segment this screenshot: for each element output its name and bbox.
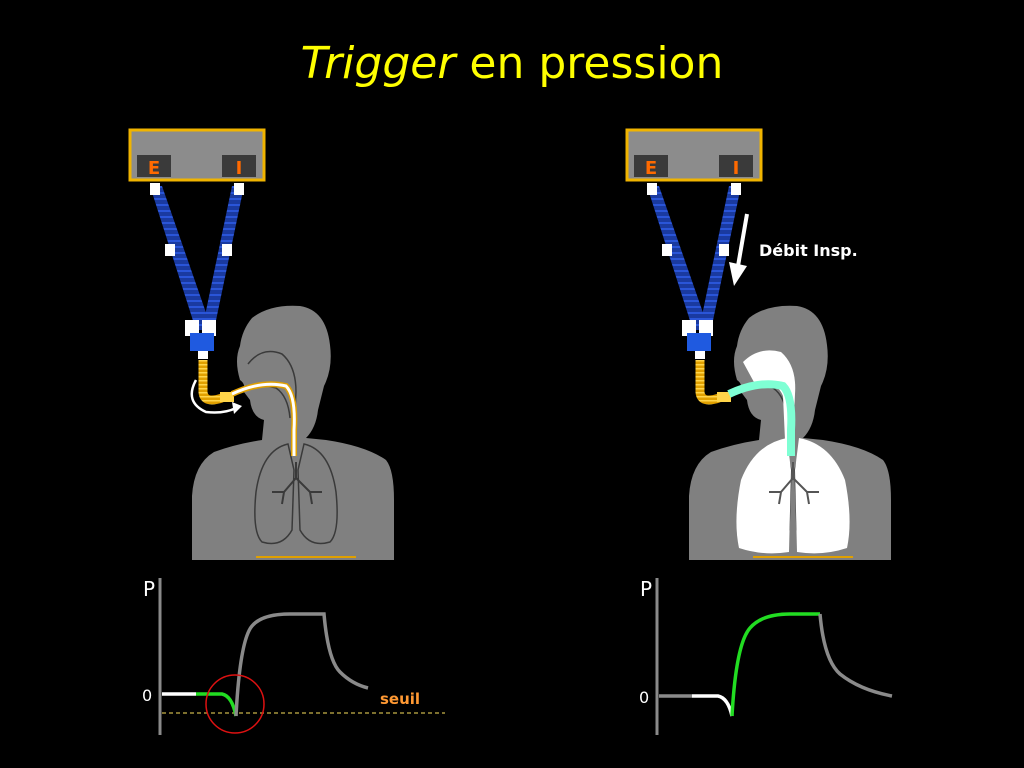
title-rest: en pression bbox=[455, 38, 724, 89]
inspiratory-port bbox=[719, 155, 753, 177]
zero-label-left: 0 bbox=[142, 686, 152, 705]
pressure-curve-left bbox=[234, 612, 369, 717]
threshold-label: seuil bbox=[380, 690, 420, 708]
patient-effort-arrow bbox=[190, 379, 237, 414]
inspiratory-port bbox=[222, 155, 256, 177]
expiratory-port bbox=[634, 155, 668, 177]
expiratory-port bbox=[137, 155, 171, 177]
inspiratory-port-label: I bbox=[733, 158, 740, 179]
expiratory-port-label: E bbox=[645, 158, 657, 179]
expiratory-port-label: E bbox=[148, 158, 160, 179]
endotracheal-tube-flow bbox=[727, 380, 796, 456]
inspiratory-flow-label: Débit Insp. bbox=[759, 241, 858, 260]
left-lung-inflated bbox=[736, 438, 791, 554]
inspiratory-port-label: I bbox=[236, 158, 243, 179]
trigger-circle bbox=[205, 674, 265, 734]
title-italic: Trigger bbox=[300, 38, 456, 89]
pressure-decay-curve bbox=[818, 613, 893, 698]
pressure-rise-curve bbox=[730, 612, 820, 717]
axis-label-p-left: P bbox=[143, 577, 155, 601]
ventilator-left: E I bbox=[128, 128, 266, 182]
breathing-circuit-right bbox=[647, 183, 741, 402]
right-lung-inflated bbox=[795, 438, 850, 554]
ventilator-right: E I bbox=[625, 128, 763, 182]
trigger-dip-right bbox=[692, 694, 734, 717]
slide-title: Trigger en pression bbox=[0, 38, 1024, 89]
upper-airway-inflated bbox=[743, 350, 796, 440]
pressure-graph-left: P 0 seuil bbox=[142, 577, 445, 735]
inspiratory-flow-arrow bbox=[736, 213, 749, 267]
breathing-circuit-left bbox=[150, 183, 244, 402]
axis-label-p-right: P bbox=[640, 577, 652, 601]
pressure-graph-right: P 0 bbox=[639, 577, 893, 735]
trigger-dip-curve bbox=[196, 692, 238, 717]
zero-label-right: 0 bbox=[639, 688, 649, 707]
